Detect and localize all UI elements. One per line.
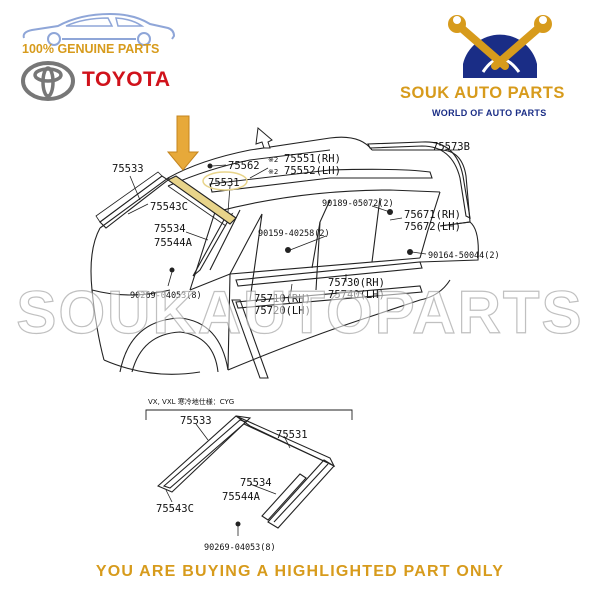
note-mark-2: ※2	[268, 168, 278, 176]
label-75552: 75552(LH)	[284, 165, 341, 177]
inset-label-75531: 75531	[276, 429, 308, 441]
watermark-text: SOUKAUTOPARTS	[16, 278, 584, 346]
pointer-arrow-icon	[255, 127, 273, 149]
label-90159: 90159-40258(2)	[258, 229, 330, 239]
label-90189: 90189-05072(2)	[322, 199, 394, 209]
label-75531: 75531	[208, 177, 240, 189]
label-75551: 75551(RH)	[284, 153, 341, 165]
crossed-wrenches-icon	[448, 15, 552, 78]
footer-notice: YOU ARE BUYING A HIGHLIGHTED PART ONLY	[95, 563, 505, 580]
label-highlight-ring	[202, 171, 248, 191]
inset-variant-diagram: VX, VXL 寒冷地仕様：CYG 75533 75531 75534 7554…	[145, 397, 353, 553]
part-75543c-moulding	[95, 171, 163, 223]
toyota-wordmark: TOYOTA	[82, 68, 171, 91]
inset-label-75544a: 75544A	[222, 491, 261, 503]
label-75544a: 75544A	[154, 237, 193, 249]
label-75710: 75710(RH)	[254, 293, 311, 305]
label-75543c: 75543C	[150, 201, 188, 213]
label-75720: 75720(LH)	[254, 305, 311, 317]
label-90269: 90269-04053(8)	[130, 291, 202, 301]
label-90164: 90164-50044(2)	[428, 251, 500, 261]
toyota-logo-icon	[21, 61, 75, 101]
inset-label-75543c: 75543C	[156, 503, 194, 515]
store-name: SOUK AUTO PARTS	[400, 84, 565, 102]
inset-label-90269: 90269-04053(8)	[204, 543, 276, 553]
label-75533: 75533	[112, 163, 144, 175]
fastener-dots	[169, 163, 413, 273]
label-75730: 75730(RH)	[328, 277, 385, 289]
label-75671: 75671(RH)	[404, 209, 461, 221]
car-body-outline	[90, 136, 479, 379]
car-outline-icon	[22, 12, 176, 46]
label-75740: 75740(LH)	[328, 289, 385, 301]
inset-label-75533: 75533	[180, 415, 212, 427]
leader-lines	[127, 149, 460, 299]
label-75562: 75562	[228, 160, 260, 172]
genuine-parts-label: 100% GENUINE PARTS	[22, 42, 160, 56]
label-75573b: 75573B	[432, 141, 470, 153]
inset-label-75534: 75534	[240, 477, 272, 489]
label-75672: 75672(LH)	[404, 221, 461, 233]
label-75534: 75534	[154, 223, 186, 235]
store-tagline: WORLD OF AUTO PARTS	[432, 108, 547, 118]
highlight-arrow-icon	[166, 115, 200, 171]
inset-title: VX, VXL 寒冷地仕様：CYG	[148, 397, 234, 406]
parts-diagram: 75533 75543C 75562 75531 ※2 75551(RH) ※2…	[90, 115, 500, 553]
highlighted-part-75531	[166, 175, 237, 227]
note-mark-1: ※2	[268, 156, 278, 164]
